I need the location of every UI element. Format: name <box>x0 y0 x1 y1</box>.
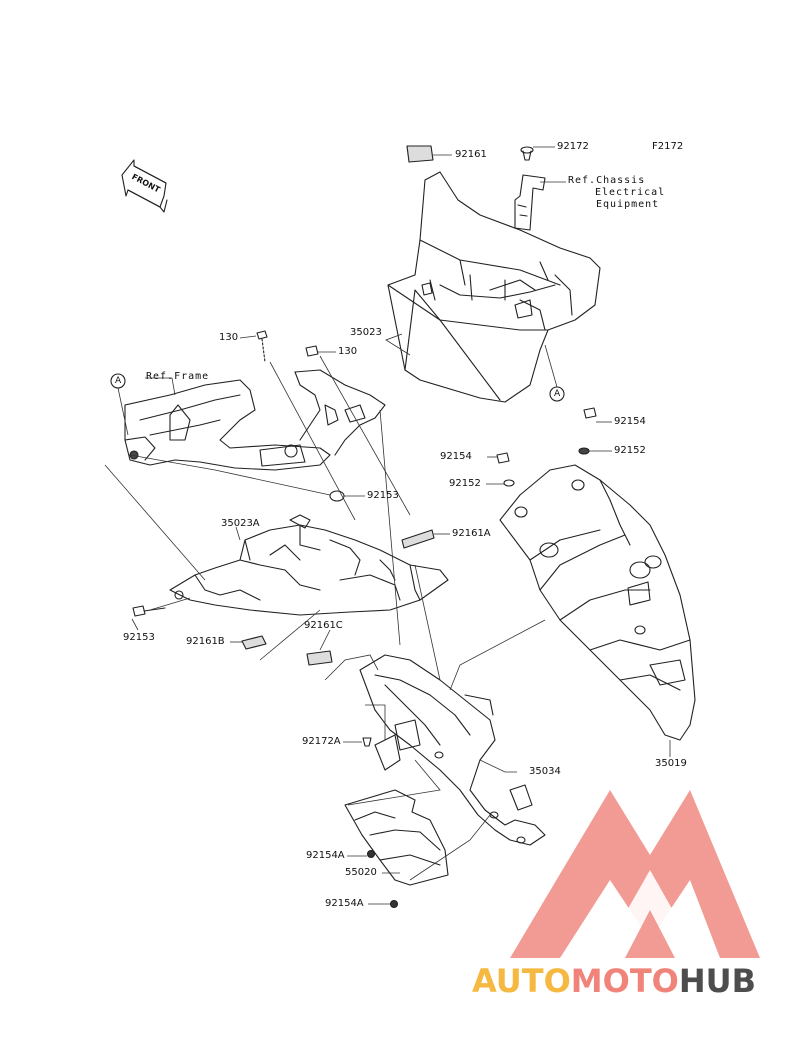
front-label: FRONT <box>130 172 162 195</box>
label-marker-a-left: A <box>115 376 122 386</box>
label-92161: 92161 <box>455 149 487 160</box>
front-direction-arrow <box>121 159 168 213</box>
label-marker-a-right: A <box>554 389 561 399</box>
watermark-part2: MOTO <box>570 962 679 1000</box>
label-92153-left: 92153 <box>123 632 155 643</box>
label-ref-chassis: Ref.Chassis <box>568 175 646 186</box>
watermark-logo-icon <box>510 790 760 958</box>
label-92154A-top: 92154A <box>306 850 345 861</box>
label-92152-mid: 92152 <box>449 478 481 489</box>
label-55020: 55020 <box>345 867 377 878</box>
screw-92154A-top <box>366 849 376 859</box>
bolt-92154-mid <box>496 452 515 487</box>
screw-92154A-bottom <box>389 899 399 909</box>
label-92152-right: 92152 <box>614 445 646 456</box>
pad-92161 <box>406 145 434 163</box>
part-35034-bracket <box>359 654 546 846</box>
pad-92161B <box>241 635 267 650</box>
watermark-text: AUTOMOTOHUB <box>472 962 756 1000</box>
part-35023A-tray <box>169 514 449 616</box>
screw-92172A <box>362 737 372 747</box>
bolt-92154-right <box>578 407 597 455</box>
label-92154-right: 92154 <box>614 416 646 427</box>
label-130-left: 130 <box>219 332 239 343</box>
part-35023-tray <box>387 171 601 403</box>
label-92161A: 92161A <box>452 528 491 539</box>
leader-lines <box>104 146 671 905</box>
label-35023A: 35023A <box>221 518 260 529</box>
screw-92172 <box>520 146 534 161</box>
label-92154A-bottom: 92154A <box>325 898 364 909</box>
pad-92161A <box>401 529 435 549</box>
label-92154-mid: 92154 <box>440 451 472 462</box>
pad-92161C <box>306 650 333 666</box>
label-92153-top: 92153 <box>367 490 399 501</box>
bracket-ref-chassis <box>514 174 546 231</box>
label-35034: 35034 <box>529 766 561 777</box>
part-55020-plate <box>344 789 449 886</box>
label-ref-chassis-line3: Equipment <box>596 199 660 210</box>
label-92172A: 92172A <box>302 736 341 747</box>
label-35019: 35019 <box>655 758 687 769</box>
bolt-92153-left <box>132 605 166 617</box>
bolt-130-left <box>256 330 268 363</box>
label-35023: 35023 <box>350 327 382 338</box>
watermark-part3: HUB <box>678 962 757 1000</box>
diagram-code: F2172 <box>652 141 684 152</box>
label-ref-chassis-line2: Electrical <box>595 187 666 198</box>
label-ref-frame: Ref.Frame <box>146 371 210 382</box>
label-92161C: 92161C <box>304 620 343 631</box>
part-35019-fender <box>499 464 696 741</box>
bolt-130-right <box>305 345 319 357</box>
label-92161B: 92161B <box>186 636 225 647</box>
label-130-right: 130 <box>338 346 358 357</box>
label-92172: 92172 <box>557 141 589 152</box>
frame-assembly <box>124 369 386 471</box>
front-label-text: FRONT <box>130 172 162 195</box>
watermark-part1: AUTO <box>472 962 571 1000</box>
